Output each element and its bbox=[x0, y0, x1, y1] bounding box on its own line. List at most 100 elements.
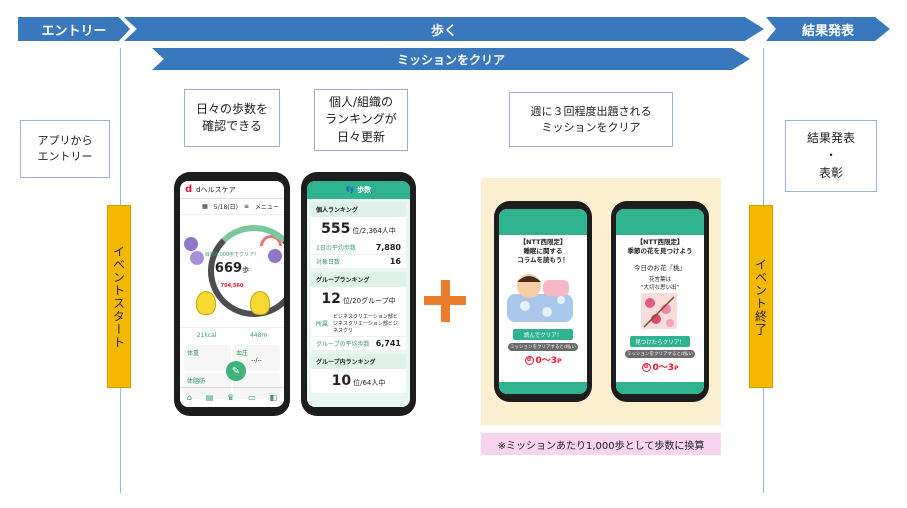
stats-row: 21kcal 448m bbox=[180, 327, 284, 343]
mission-flower-title-1: 【NTT西限定】 bbox=[636, 238, 684, 246]
result-line1: 結果発表 bbox=[806, 130, 855, 145]
app-name: dヘルスケア bbox=[196, 185, 236, 194]
menu-label[interactable]: メニュー bbox=[254, 204, 279, 211]
phase-mission-label: ミッションをクリア bbox=[396, 52, 505, 67]
coupon-icon[interactable]: ▭ bbox=[248, 393, 256, 402]
peach-blossom-icon bbox=[641, 293, 677, 330]
personal-rank-total: 位/2,364人中 bbox=[352, 227, 396, 235]
mission-flower-top bbox=[616, 209, 704, 235]
menu-icon: ≡ bbox=[243, 203, 249, 210]
home-icon[interactable]: ⌂ bbox=[186, 393, 192, 402]
daily-steps-line1: 日々の歩数を bbox=[195, 101, 268, 116]
record-icon[interactable]: ▤ bbox=[205, 393, 214, 402]
mission-icon[interactable]: ♛ bbox=[227, 393, 235, 402]
ranking-header-label: 歩数 bbox=[357, 186, 372, 194]
app-entry-box: アプリからエントリー bbox=[20, 120, 110, 178]
group-rank-value: 12 bbox=[321, 291, 341, 307]
event-end-banner: イベント終了 bbox=[749, 205, 773, 388]
app-entry-line2: エントリー bbox=[37, 150, 93, 163]
mission-sleep-title: 【NTT西限定】 睡眠に関する コラムを読もう！ bbox=[499, 235, 587, 268]
phase-entry-chevron: エントリー bbox=[18, 17, 130, 41]
date-label[interactable]: 5/18(日) bbox=[213, 204, 238, 211]
edit-fab-button[interactable]: ✎ bbox=[226, 361, 246, 381]
personal-ranking-title: 個人ランキング bbox=[311, 202, 406, 217]
avg-steps-value: 7,880 bbox=[375, 243, 401, 252]
weight-label: 体重 bbox=[187, 350, 200, 357]
in-group-ranking-title: グループ内ランキング bbox=[311, 354, 406, 369]
ranking-line1: 個人/組織の bbox=[328, 94, 394, 109]
step-progress-ring bbox=[208, 225, 284, 317]
step-value: 669 bbox=[214, 261, 243, 276]
calendar-icon: ▦ bbox=[202, 203, 208, 210]
result-line3: 表彰 bbox=[818, 165, 843, 180]
phase-entry-label: エントリー bbox=[41, 23, 107, 39]
pencil-icon: ✎ bbox=[231, 365, 241, 377]
group-rank-total: 位/20グループ中 bbox=[342, 297, 396, 305]
avg-steps-row: 1日の平均歩数 7,880 bbox=[311, 241, 406, 255]
in-group-rank-value: 10 bbox=[331, 373, 352, 389]
avg-steps-label: 1日の平均歩数 bbox=[316, 245, 356, 252]
mission-sleep-points-unit: P bbox=[557, 358, 562, 366]
mission-sleep-title-1: 【NTT西限定】 bbox=[519, 238, 567, 246]
weekly-mission-box: 週に３回程度出題されるミッションをクリア bbox=[509, 92, 673, 147]
ranking-header: 👣 歩数 bbox=[307, 181, 410, 199]
step-count: 669歩 bbox=[180, 261, 284, 276]
mission-sleep-title-3: コラムを読もう！ bbox=[517, 256, 569, 265]
blood-pressure-label: 血圧 bbox=[236, 350, 249, 357]
daily-steps-line2: 確認できる bbox=[202, 119, 262, 133]
app-header: d dヘルスケア bbox=[180, 181, 284, 199]
flower-meaning-label: 花言葉は bbox=[648, 277, 671, 284]
mission-flower-points-unit: P bbox=[674, 365, 679, 373]
phone-steps: d dヘルスケア ▦ 5/18(日) ≡ メニュー 目標8,000歩でクリア！ … bbox=[174, 172, 290, 416]
mission-sleep-screen: 【NTT西限定】 睡眠に関する コラムを読もう！ 読んでクリア！ ミッションをク… bbox=[499, 209, 587, 394]
group-avg-label: グループの平均歩数 bbox=[316, 341, 370, 348]
flower-icon bbox=[190, 251, 204, 265]
mission-sleep-sub: ミッションをクリアするとd払い bbox=[508, 343, 578, 352]
days-value: 16 bbox=[389, 257, 401, 266]
weekly-mission-line2: ミッションをクリア bbox=[541, 120, 641, 134]
ranking-line2: ランキングが bbox=[325, 112, 397, 127]
in-group-rank-total: 位/64人中 bbox=[353, 379, 386, 387]
event-start-banner: イベントスタート bbox=[107, 205, 131, 388]
conversion-note: ※ミッションあたり1,000歩として歩数に換算 bbox=[481, 433, 721, 455]
mission-sleep-top bbox=[499, 209, 587, 235]
flower-icon bbox=[184, 237, 198, 251]
mission-flower-title: 【NTT西限定】 季節の花を見つけよう bbox=[616, 235, 704, 259]
phase-mission-chevron: ミッションをクリア bbox=[152, 48, 750, 70]
today-flower: 今日のお花『桃』 bbox=[634, 264, 686, 273]
blood-pressure-value: --/-- bbox=[251, 357, 262, 364]
found-clear-button[interactable]: 見つけたらクリア！ bbox=[630, 336, 690, 348]
phone-mission-flower: 【NTT西限定】 季節の花を見つけよう 今日のお花『桃』 花言葉は "大切な思い… bbox=[611, 201, 709, 402]
result-box: 結果発表・表彰 bbox=[785, 120, 877, 192]
mission-flower-bottom bbox=[616, 382, 704, 394]
app-entry-line1: アプリから bbox=[37, 134, 93, 148]
body-fat-cell[interactable]: 体脂肪 bbox=[184, 373, 231, 399]
group-avg-value: 6,741 bbox=[375, 339, 401, 348]
chick-mascot-icon bbox=[196, 291, 216, 315]
points-text: 704,560 bbox=[220, 283, 244, 289]
daily-steps-box: 日々の歩数を確認できる bbox=[184, 89, 280, 147]
mission-sleep-title-2: 睡眠に関する bbox=[523, 247, 563, 256]
group-ranking-title: グループランキング bbox=[311, 272, 406, 287]
distance-stat: 448m bbox=[249, 332, 268, 339]
mission-flower-screen: 【NTT西限定】 季節の花を見つけよう 今日のお花『桃』 花言葉は "大切な思い… bbox=[616, 209, 704, 394]
mission-sleep-bottom bbox=[499, 382, 587, 394]
chat-icon[interactable]: ◧ bbox=[269, 393, 278, 402]
mission-flower-sub: ミッションをクリアするとd払い bbox=[625, 350, 695, 359]
steps-screen: d dヘルスケア ▦ 5/18(日) ≡ メニュー 目標8,000歩でクリア！ … bbox=[180, 181, 284, 407]
weekly-mission-line1: 週に３回程度出題される bbox=[530, 104, 652, 118]
group-name-value: ビジネスクリエーション部ビジネスクリエーション部ビジネスクリ bbox=[333, 314, 398, 334]
weight-cell[interactable]: 体重 bbox=[184, 345, 231, 371]
plus-icon-vertical bbox=[441, 280, 450, 322]
read-clear-button[interactable]: 読んでクリア！ bbox=[513, 329, 573, 341]
